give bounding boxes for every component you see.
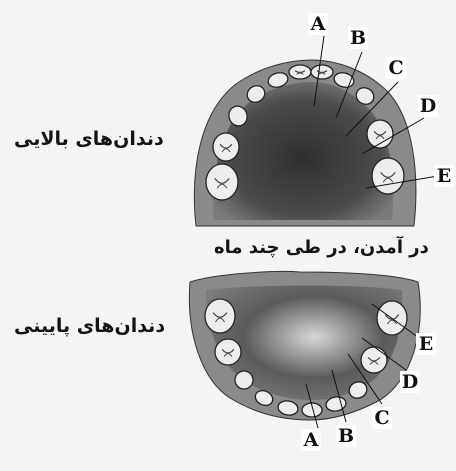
upper-arch — [194, 60, 416, 226]
lower-tooth-label-d: D — [402, 371, 418, 393]
upper-tooth — [206, 164, 238, 200]
upper-tooth — [311, 65, 333, 79]
lower-tooth — [361, 347, 387, 373]
lower-tooth — [205, 299, 235, 333]
lower-arch — [189, 271, 420, 420]
upper-tooth-label-b: B — [350, 27, 366, 49]
upper-tooth-label-e: E — [437, 165, 451, 187]
upper-tooth — [213, 133, 239, 161]
upper-teeth-caption: دندان‌های بالایی — [14, 128, 164, 150]
upper-tooth — [372, 158, 404, 194]
lower-teeth-caption: دندان‌های پایینی — [14, 315, 165, 337]
eruption-caption: در آمدن، در طی چند ماه — [214, 237, 429, 258]
lower-tooth — [215, 339, 241, 365]
lower-tooth-label-e: E — [419, 333, 433, 355]
upper-tooth-label-d: D — [420, 95, 436, 117]
upper-tooth-label-a: A — [310, 13, 326, 35]
lower-tooth-label-c: C — [374, 407, 389, 429]
lower-tooth-label-a: A — [303, 429, 319, 451]
upper-tooth-label-c: C — [388, 57, 403, 79]
lower-tooth-label-b: B — [338, 425, 354, 447]
upper-tooth — [289, 65, 311, 79]
